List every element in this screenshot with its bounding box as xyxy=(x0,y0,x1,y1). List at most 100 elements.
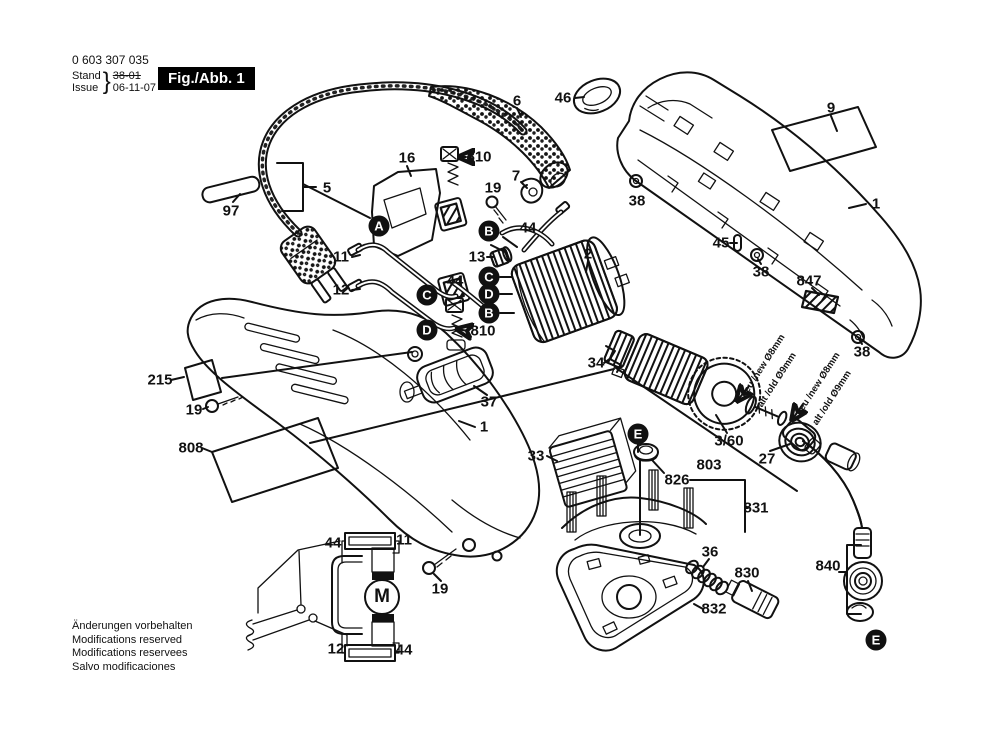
circuit-label-44-br: 44 xyxy=(395,641,413,659)
part-label-832: 832 xyxy=(701,600,727,618)
part-label-847: 847 xyxy=(796,272,822,290)
legal-line-de: Änderungen vorbehalten xyxy=(72,620,193,632)
part-label-38-right: 38 xyxy=(853,343,871,361)
part-label-36: 36 xyxy=(701,543,719,561)
screw-38-right xyxy=(851,330,865,344)
screw-19-top xyxy=(485,195,507,224)
part-label-11: 11 xyxy=(333,248,349,266)
part-label-19-top: 19 xyxy=(484,179,502,197)
leader-lines xyxy=(170,96,867,615)
part-label-810-top: 810 xyxy=(466,148,492,166)
stand-label: Stand xyxy=(72,70,101,82)
part-label-38-mid: 38 xyxy=(752,263,770,281)
nameplate-9 xyxy=(771,106,877,172)
screw-19-left xyxy=(205,396,244,413)
field-stator-2 xyxy=(510,236,630,344)
callout-b-1: B xyxy=(478,220,500,242)
part-label-19-bottom: 19 xyxy=(431,580,449,598)
callout-a: A xyxy=(368,215,390,237)
part-label-1-upper: 1 xyxy=(871,195,881,213)
part-label-34: 34 xyxy=(587,354,605,372)
sleeve-part xyxy=(824,442,861,472)
issue-date: 06-11-07 xyxy=(112,82,156,94)
part-label-810-bottom: 810 xyxy=(470,322,496,340)
legal-line-es: Salvo modificaciones xyxy=(72,660,176,673)
switch-slider-37 xyxy=(403,346,494,404)
cable-sleeve-6 xyxy=(428,85,571,189)
part-label-19-left: 19 xyxy=(185,401,203,419)
callout-e-1: E xyxy=(627,423,649,445)
document-number: 0 603 307 035 xyxy=(72,53,149,67)
part-label-2: 2 xyxy=(583,245,593,263)
part-label-5: 5 xyxy=(322,179,332,197)
part-13 xyxy=(489,246,513,268)
part-label-826: 826 xyxy=(664,471,690,489)
flex-shaft-840 xyxy=(782,418,883,622)
wire-11 xyxy=(347,242,459,300)
part-label-45: 45 xyxy=(712,234,730,252)
part-label-97: 97 xyxy=(222,202,240,220)
part-label-840: 840 xyxy=(815,557,841,575)
sticker-847 xyxy=(800,289,840,315)
part-label-9: 9 xyxy=(826,99,836,117)
screw-38-top xyxy=(629,174,643,188)
part-97 xyxy=(201,175,261,204)
sanding-plate-832 xyxy=(555,543,705,652)
part-label-38-top: 38 xyxy=(628,192,646,210)
brace-glyph: } xyxy=(102,68,111,95)
filter-33 xyxy=(548,417,637,508)
part-label-33: 33 xyxy=(527,447,545,465)
legal-notice: Änderungen vorbehalten Modifications res… xyxy=(72,620,192,674)
superseded-date: 38-01 xyxy=(112,70,141,82)
plug xyxy=(279,225,348,304)
legal-line-en: Modifications reserved xyxy=(72,633,183,646)
grommet-826 xyxy=(633,443,659,462)
figure-label: Fig./Abb. 1 xyxy=(158,67,255,90)
lower-housing-1 xyxy=(186,297,541,562)
part-label-13: 13 xyxy=(468,248,486,266)
callout-d-2: D xyxy=(478,283,500,305)
callout-c-2: C xyxy=(478,266,500,288)
clamp-7 xyxy=(520,177,544,204)
circuit-label-12: 12 xyxy=(327,640,345,658)
latch-830 xyxy=(724,579,780,620)
title-block: 0 603 307 035 Stand Issue } 38-01 06-11-… xyxy=(72,53,156,94)
circuit-label-44-tl: 44 xyxy=(324,534,342,552)
part-label-808: 808 xyxy=(178,439,204,457)
part-label-37: 37 xyxy=(480,393,498,411)
wire-b xyxy=(499,225,555,247)
part-label-831: 831 xyxy=(743,499,769,517)
issue-label: Issue xyxy=(72,82,99,94)
part-label-46: 46 xyxy=(554,89,572,107)
screw-38-mid xyxy=(750,248,764,262)
part-label-1-lower: 1 xyxy=(479,418,489,436)
callout-e-2: E xyxy=(865,629,887,651)
part-label-3-60: 3/60 xyxy=(714,432,744,450)
part-label-16: 16 xyxy=(398,149,416,167)
part-label-27: 27 xyxy=(758,450,776,468)
wire-44-upper xyxy=(521,201,571,253)
part-label-6: 6 xyxy=(512,92,522,110)
part-label-44-upper: 44 xyxy=(519,219,537,237)
callout-d-1: D xyxy=(416,319,438,341)
circuit-label-11: 11 xyxy=(396,531,412,549)
brush-holder-upper xyxy=(434,197,468,232)
part-46 xyxy=(572,77,622,115)
armature-gear xyxy=(603,329,788,431)
wire-12 xyxy=(347,278,457,332)
part-label-44-mid: 44 xyxy=(446,272,464,290)
part-label-7: 7 xyxy=(511,167,521,185)
brush-bracket-16 xyxy=(371,168,441,257)
plate-215 xyxy=(184,359,222,401)
sticker-808 xyxy=(211,417,339,503)
part-label-830: 830 xyxy=(734,564,760,582)
upper-housing-1 xyxy=(616,71,922,359)
legal-line-fr: Modifications reservees xyxy=(72,647,188,659)
callout-c-1: C xyxy=(416,284,438,306)
part-label-12: 12 xyxy=(332,281,350,299)
part-label-215: 215 xyxy=(147,371,173,389)
motor-symbol: M xyxy=(374,586,390,607)
part-label-803: 803 xyxy=(696,456,722,474)
